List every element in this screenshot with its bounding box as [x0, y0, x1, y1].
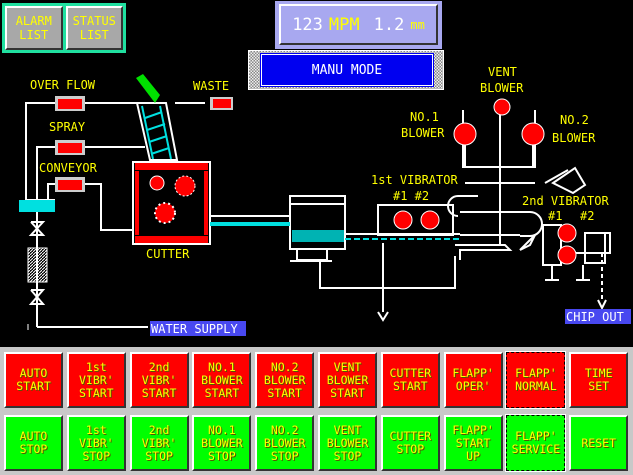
waste-label: WASTE [193, 79, 229, 93]
flapp-start-up-button[interactable]: FLAPP' START UP [443, 415, 503, 471]
second-vibrator-unit2: #2 [580, 209, 594, 223]
chip-out-label: CHIP OUT [566, 310, 624, 324]
flapp-oper-button[interactable]: FLAPP' OPER' [443, 352, 503, 408]
chute-icon [136, 74, 160, 103]
no2-blower-label-2: BLOWER [552, 131, 596, 145]
process-diagram: OVER FLOW WASTE SPRAY CONVEYOR CUTTER VE… [19, 65, 631, 336]
status-list-button[interactable]: STATUS LIST [65, 6, 123, 50]
spray-label: SPRAY [49, 120, 86, 134]
cutter-stop-button[interactable]: CUTTER STOP [380, 415, 440, 471]
1st-vibr-stop-button[interactable]: 1st VIBR' STOP [66, 415, 126, 471]
blower-icons [453, 98, 545, 146]
speed-unit: MPM [328, 14, 360, 35]
overflow-valve [58, 99, 82, 109]
water-tank [19, 200, 55, 212]
conveyor-valve [58, 180, 82, 190]
no1-blower-label-2: BLOWER [401, 126, 445, 140]
vent-blower-start-button[interactable]: VENT BLOWER START [318, 352, 377, 408]
speed-value: 123 [292, 14, 323, 35]
water-supply-label: WATER SUPPLY [151, 322, 238, 336]
second-vibrator-unit1: #1 [548, 209, 562, 223]
second-vibrator-label: 2nd VIBRATOR [522, 194, 609, 208]
mode-indicator: MANU MODE [248, 50, 444, 90]
vent-blower-stop-button[interactable]: VENT BLOWER STOP [318, 415, 377, 471]
no1-blower-label-1: NO.1 [410, 110, 439, 124]
thickness-value: 1.2 [373, 14, 405, 35]
spray-valve [58, 143, 82, 153]
conveyor-icon [141, 105, 172, 160]
no-2-blower-start-button[interactable]: NO.2 BLOWER START [255, 352, 315, 408]
time-set-button[interactable]: TIME SET [569, 352, 629, 408]
no-2-blower-stop-button[interactable]: NO.2 BLOWER STOP [255, 415, 315, 471]
alarm-list-button[interactable]: ALARM LIST [5, 6, 63, 50]
first-vibrator-label: 1st VIBRATOR [371, 173, 458, 187]
1st-vibr-start-button[interactable]: 1st VIBR' START [66, 352, 126, 408]
vent-blower-label-2: BLOWER [480, 81, 524, 95]
reset-button[interactable]: RESET [569, 415, 629, 471]
cutter-start-button[interactable]: CUTTER START [380, 352, 440, 408]
over-flow-label: OVER FLOW [30, 78, 96, 92]
no-1-blower-stop-button[interactable]: NO.1 BLOWER STOP [192, 415, 252, 471]
waste-valve [213, 99, 231, 108]
no2-blower-label-1: NO.2 [560, 113, 589, 127]
cutter-label: CUTTER [146, 247, 190, 261]
mode-text: MANU MODE [260, 53, 434, 87]
cutter-icon [135, 163, 208, 243]
auto-stop-button[interactable]: AUTO STOP [4, 415, 63, 471]
list-panel: ALARM LIST STATUS LIST [2, 3, 126, 53]
2nd-vibr-start-button[interactable]: 2nd VIBR' START [129, 352, 189, 408]
filter-icon [27, 247, 48, 283]
conveyor-label: CONVEYOR [39, 161, 98, 175]
vent-blower-label-1: VENT [488, 65, 517, 79]
speed-display: 123 MPM 1.2 mm [275, 1, 442, 49]
solenoid-valves [55, 96, 233, 192]
flapp-normal-button[interactable]: FLAPP' NORMAL [505, 351, 567, 409]
no-1-blower-start-button[interactable]: NO.1 BLOWER START [192, 352, 252, 408]
flapp-service-button[interactable]: FLAPP' SERVICE [505, 414, 567, 472]
auto-start-button[interactable]: AUTO START [4, 352, 63, 408]
first-vibrator-units: #1 #2 [393, 189, 429, 203]
2nd-vibr-stop-button[interactable]: 2nd VIBR' STOP [129, 415, 189, 471]
thickness-unit: mm [410, 17, 425, 32]
